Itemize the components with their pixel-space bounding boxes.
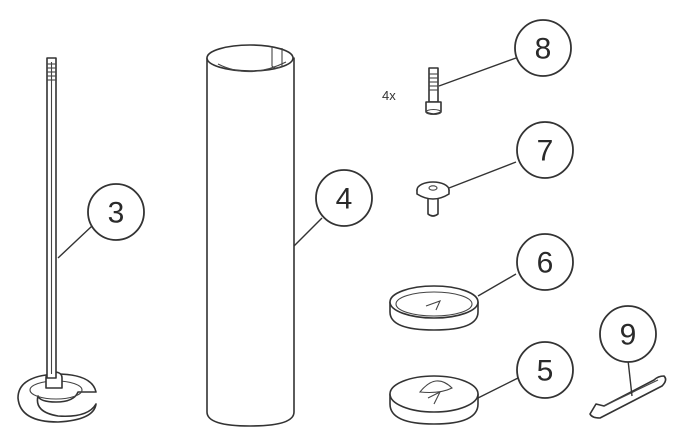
- callout-number-4: 4: [336, 183, 353, 216]
- part-cap-ring: [389, 285, 479, 331]
- part-bolt: [425, 67, 442, 116]
- part-rod: [17, 57, 97, 423]
- part-hex-key: [589, 375, 667, 419]
- leader-3: [57, 225, 93, 259]
- part-cap-nut: [416, 181, 450, 217]
- part-base-disc: [389, 375, 479, 425]
- callout-number-5: 5: [537, 355, 554, 388]
- callout-number-3: 3: [108, 197, 125, 230]
- leader-4: [293, 217, 323, 247]
- part-tube: [206, 44, 295, 427]
- callout-bubble-5: [516, 341, 574, 399]
- leader-5: [477, 377, 519, 399]
- callout-bubble-8: [514, 19, 572, 77]
- callout-bubble-4: [315, 169, 373, 227]
- leader-8: [438, 57, 517, 87]
- bolt-quantity-label: 4x: [382, 88, 396, 103]
- rod-thread: [47, 63, 56, 81]
- leader-7: [448, 161, 517, 189]
- callout-number-6: 6: [537, 247, 554, 280]
- leader-9: [627, 359, 633, 397]
- callout-bubble-9: [599, 305, 657, 363]
- callout-number-8: 8: [535, 33, 552, 66]
- callout-number-7: 7: [537, 135, 554, 168]
- callout-bubble-6: [516, 233, 574, 291]
- leader-6: [477, 273, 517, 297]
- callout-bubble-7: [516, 121, 574, 179]
- callout-bubble-3: [87, 183, 145, 241]
- callout-number-9: 9: [620, 319, 637, 352]
